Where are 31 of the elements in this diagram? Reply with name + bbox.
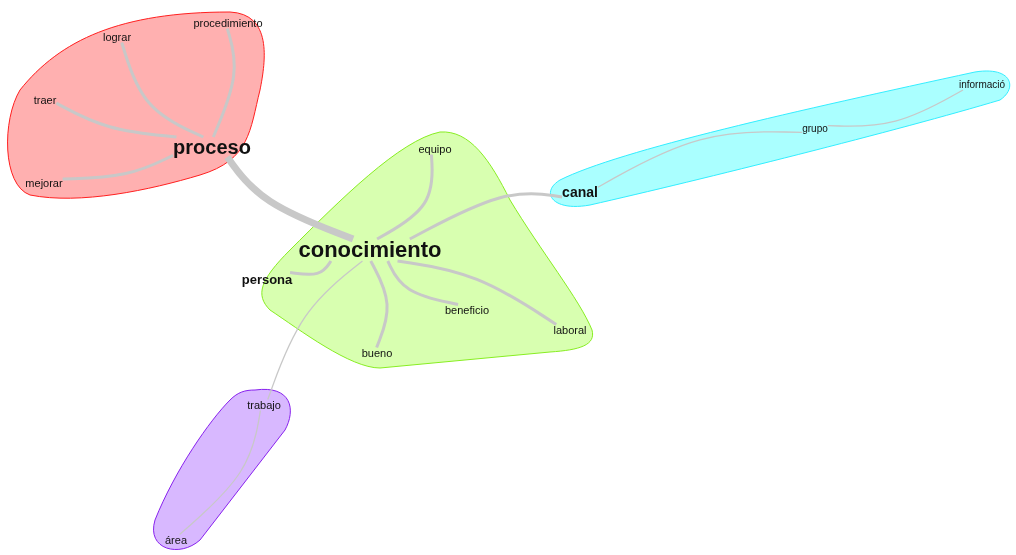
connection-line xyxy=(178,409,262,536)
connection-line xyxy=(369,260,389,349)
connection-line xyxy=(289,260,333,276)
word-label: informació xyxy=(958,80,1006,90)
connection-line xyxy=(267,260,364,401)
word-label: proceso xyxy=(173,137,251,157)
word-label: bueno xyxy=(361,347,393,359)
word-label: beneficio xyxy=(445,304,489,316)
connection-line xyxy=(409,192,563,241)
word-label: grupo xyxy=(802,124,828,134)
word-label: trabajo xyxy=(247,399,281,411)
word-label: mejorar xyxy=(25,177,63,189)
word-label: procedimiento xyxy=(193,17,263,29)
connection-line xyxy=(386,260,459,306)
connection-line xyxy=(376,154,434,241)
word-label: canal xyxy=(562,185,598,199)
connection-line xyxy=(597,131,803,188)
connection-line xyxy=(397,259,558,326)
connection-line xyxy=(211,28,236,138)
connection-line xyxy=(62,154,174,181)
connection-line xyxy=(827,89,964,127)
word-label: persona xyxy=(241,272,293,286)
word-label: equipo xyxy=(418,143,452,155)
connection-line xyxy=(55,101,177,139)
word-label: traer xyxy=(33,94,57,106)
word-label: conocimiento xyxy=(298,239,442,261)
connection-line xyxy=(224,154,355,243)
connection-line xyxy=(120,42,204,139)
word-label: lograr xyxy=(102,31,132,43)
word-label: área xyxy=(165,534,187,546)
word-label: laboral xyxy=(553,324,587,336)
